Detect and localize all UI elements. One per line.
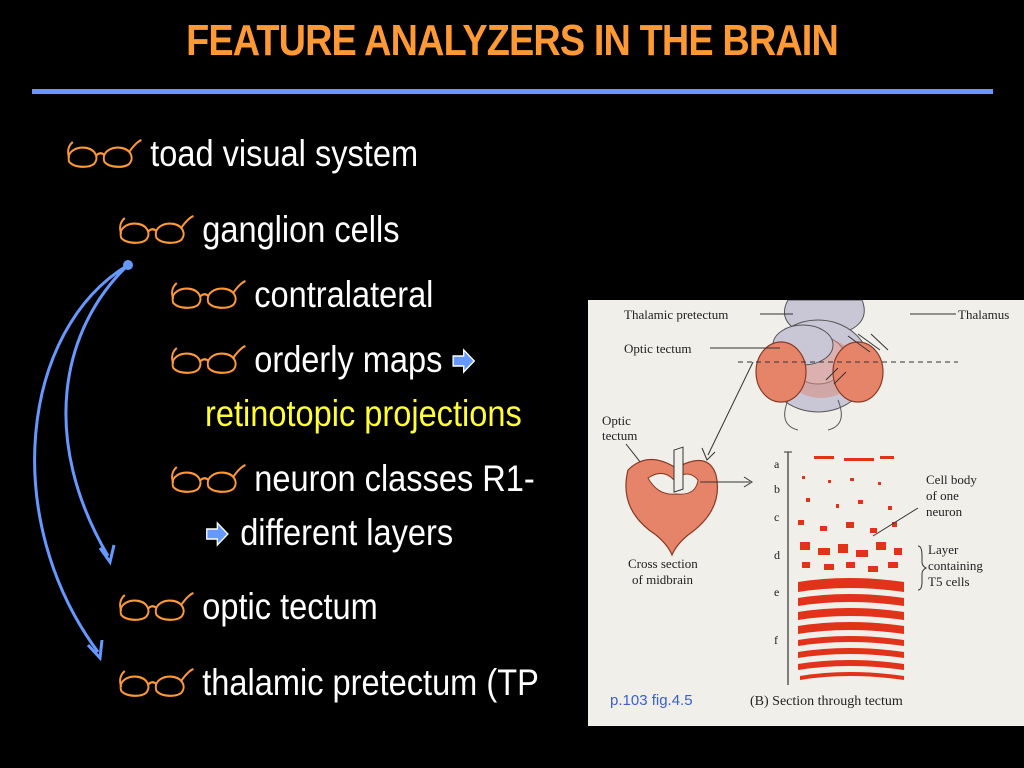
bullet-text: contralateral — [254, 274, 434, 315]
bullet-orderly-maps: orderly maps — [168, 339, 478, 381]
layer-f: f — [774, 633, 778, 647]
figure-reference: p.103 fig.4.5 — [610, 692, 693, 709]
layer-b: b — [774, 482, 780, 496]
bullet-text: thalamic pretectum (TP — [202, 662, 539, 703]
bullet-thalamic-pretectum: thalamic pretectum (TP — [116, 662, 539, 704]
figure-caption: (B) Section through tectum — [750, 694, 903, 709]
label-cross-section-b: of midbrain — [632, 572, 694, 587]
bullet-continuation-retinotopic: retinotopic projections — [205, 393, 522, 434]
bullet-text: different layers — [240, 512, 454, 553]
label-layer-c: T5 cells — [928, 574, 970, 589]
connector-to-optic-tectum — [64, 263, 130, 557]
bullet-neuron-classes: neuron classes R1- — [168, 458, 535, 500]
bullet-continuation-layers: different layers — [205, 512, 453, 554]
bullet-text: toad visual system — [150, 133, 419, 174]
layer-a: a — [774, 457, 780, 471]
layer-e: e — [774, 585, 779, 599]
layer-d: d — [774, 548, 780, 562]
label-optic-b: tectum — [602, 428, 637, 443]
label-thalamus: Thalamus — [958, 307, 1009, 322]
label-cell-body-a: Cell body — [926, 472, 977, 487]
label-layer-a: Layer — [928, 542, 959, 557]
slide-title: FEATURE ANALYZERS IN THE BRAIN — [186, 16, 839, 65]
bullet-text: optic tectum — [202, 586, 378, 627]
label-cell-body-c: neuron — [926, 504, 963, 519]
layer-c: c — [774, 510, 779, 524]
label-cell-body-b: of one — [926, 488, 959, 503]
tectum-figure: Thalamic pretectum Thalamus Optic tectum… — [588, 300, 1024, 726]
bullet-optic-tectum: optic tectum — [116, 586, 378, 628]
label-optic-a: Optic — [602, 413, 631, 428]
label-cross-section-a: Cross section — [628, 556, 698, 571]
bullet-contralateral: contralateral — [168, 274, 433, 316]
bullet-text: ganglion cells — [202, 209, 400, 250]
label-layer-b: containing — [928, 558, 983, 573]
title-divider — [32, 89, 993, 94]
bullet-ganglion-cells: ganglion cells — [116, 209, 400, 251]
bullet-text: orderly maps — [254, 339, 443, 380]
bullet-toad-visual-system: toad visual system — [64, 133, 418, 175]
label-optic-tectum: Optic tectum — [624, 341, 692, 356]
bullet-text: neuron classes R1- — [254, 458, 535, 499]
label-thalamic-pretectum: Thalamic pretectum — [624, 307, 728, 322]
connector-to-thalamic-pretectum — [33, 263, 129, 653]
